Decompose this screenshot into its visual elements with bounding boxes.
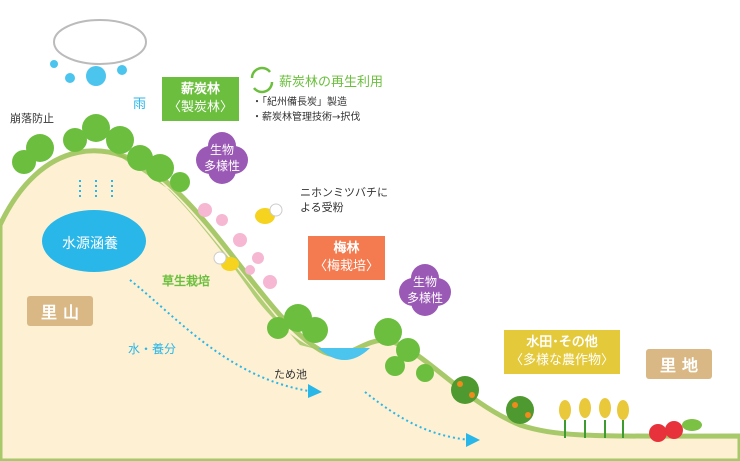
callout-sub: 〈梅栽培〉: [314, 259, 380, 274]
recycle-icon: [250, 66, 274, 94]
bee-icon: [255, 203, 283, 224]
callout-sub: 〈製炭林〉: [168, 100, 234, 115]
callout-title: 水田･その他: [526, 335, 598, 350]
water-source-label: 水源涵養: [62, 236, 118, 252]
persimmon-trees: [451, 376, 534, 424]
water-source-ellipse: [42, 210, 146, 272]
bee-label: ニホンミツバチに よる受粉: [300, 185, 388, 215]
satoyama-tag: 里山: [27, 296, 94, 326]
vegetables-icon: [649, 419, 702, 442]
regeneration-item: ・薪炭林管理技術→択伐: [252, 112, 361, 123]
rain-label: 雨: [133, 97, 147, 112]
grass-label: 草生栽培: [162, 274, 211, 288]
cloud-icon: [50, 19, 147, 86]
water-nutrients-label: 水・養分: [128, 342, 177, 356]
callout-sub: 〈多様な農作物〉: [510, 353, 615, 368]
biodiversity-text: 多様性: [406, 291, 443, 305]
callout-title: 薪炭林: [181, 82, 221, 97]
rice-plants: [559, 398, 629, 420]
bee-label-line: ニホンミツバチに: [300, 186, 388, 199]
charcoal-forest-callout: 薪炭林 〈製炭林〉: [162, 77, 240, 121]
bee-label-line: よる受粉: [300, 201, 344, 214]
regeneration-item: ・「紀州備長炭」製造: [252, 97, 347, 108]
satochi-tag: 里地: [646, 349, 713, 379]
ume-callout: 梅林 〈梅栽培〉: [308, 236, 386, 280]
paddy-callout: 水田･その他 〈多様な農作物〉: [504, 330, 621, 374]
biodiversity-text: 多様性: [203, 159, 240, 173]
erosion-label: 崩落防止: [10, 112, 54, 125]
regeneration-title: 薪炭林の再生利用: [279, 75, 384, 90]
biodiversity-text: 生物: [209, 143, 234, 157]
pond-label: ため池: [274, 368, 307, 381]
forest-trees: [12, 114, 434, 382]
bee-icon: [213, 251, 239, 271]
ume-blossoms: [198, 203, 277, 289]
callout-title: 梅林: [333, 241, 360, 256]
biodiversity-badge: 生物 多様性: [397, 262, 453, 318]
regeneration-list: ・「紀州備長炭」製造 ・薪炭林管理技術→択伐: [252, 95, 360, 125]
biodiversity-badge: 生物 多様性: [194, 130, 250, 186]
biodiversity-text: 生物: [412, 275, 437, 289]
